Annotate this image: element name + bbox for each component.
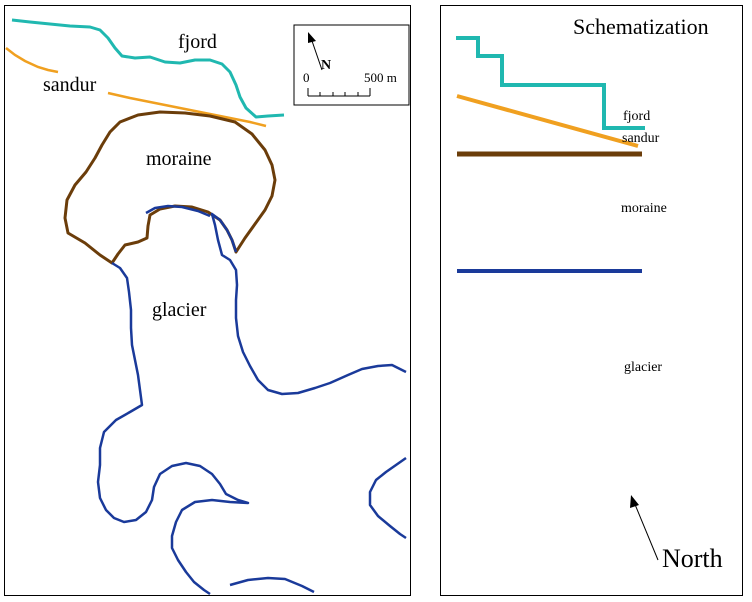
- schema-label-fjord: fjord: [623, 109, 650, 124]
- map-label-sandur: sandur: [43, 74, 97, 96]
- schema-north-arrow-icon: [630, 495, 659, 561]
- glacier-boundary-line: [96, 204, 407, 596]
- moraine-boundary-line: [63, 110, 277, 265]
- schema-fjord-line: [456, 36, 645, 130]
- schema-sandur-line: [456, 94, 639, 148]
- scale-start-label: 0: [303, 70, 310, 85]
- schematization-title: Schematization: [573, 14, 709, 39]
- sandur-boundary-line-west: [5, 47, 59, 74]
- inset-north-arrow-icon: [308, 32, 323, 71]
- fjord-boundary-line: [11, 18, 285, 119]
- inset-north-label: N: [321, 58, 331, 73]
- scale-bar: [307, 88, 371, 97]
- sandur-boundary-line-east: [107, 91, 267, 128]
- schema-label-sandur: sandur: [622, 131, 660, 146]
- schema-label-moraine: moraine: [621, 201, 667, 216]
- schema-north-label: North: [662, 544, 723, 573]
- schema-label-glacier: glacier: [624, 360, 662, 375]
- scale-end-label: 500 m: [364, 70, 397, 85]
- map-label-glacier: glacier: [152, 299, 207, 321]
- map-label-moraine: moraine: [146, 148, 212, 170]
- map-label-fjord: fjord: [178, 31, 217, 53]
